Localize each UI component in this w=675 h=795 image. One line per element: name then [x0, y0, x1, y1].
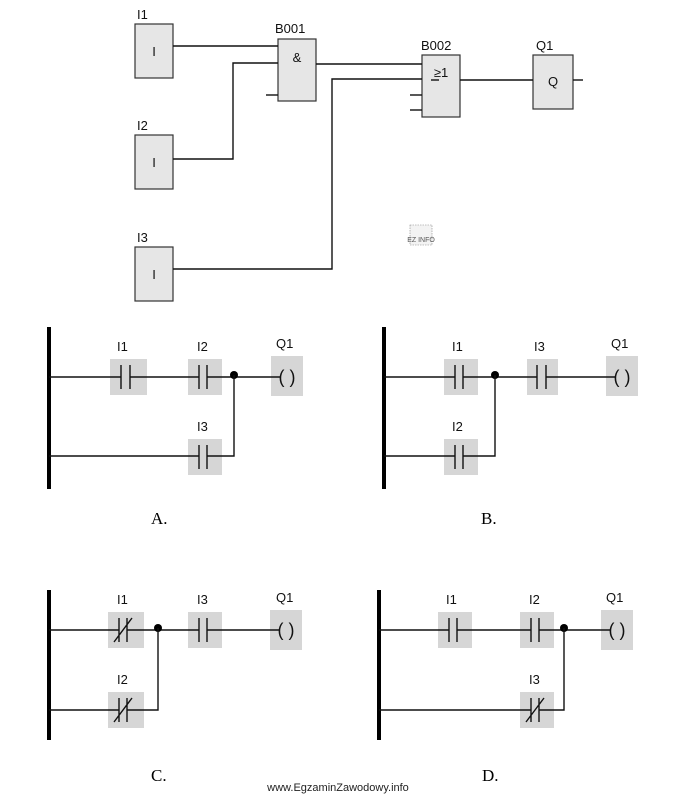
contact-label-b-3: I2 — [452, 419, 463, 434]
output-label-q1: Q1 — [536, 38, 553, 53]
option-label-b: B. — [481, 509, 497, 528]
input-symbol-i3: I — [152, 267, 156, 282]
ez-info-logo-text: EZ INFO — [407, 237, 435, 244]
input-block-i1: I1 I — [134, 7, 174, 79]
coil-label-a: Q1 — [276, 336, 293, 351]
rung-bottom-a — [49, 375, 235, 469]
watermark-site: www.EgzaminZawodowy.info — [266, 782, 409, 794]
coil-label-c: Q1 — [276, 590, 293, 605]
rung-bottom-b — [384, 375, 496, 469]
contact-label-a-1: I1 — [117, 339, 128, 354]
option-label-c: C. — [151, 766, 167, 785]
and-block-symbol: & — [293, 50, 302, 65]
rung-top-c — [49, 617, 279, 643]
coil-symbol-b: ( ) — [614, 367, 631, 387]
and-block-label: B001 — [275, 21, 305, 36]
coil-symbol-d: ( ) — [609, 620, 626, 640]
rung-bottom-d — [379, 628, 565, 723]
rung-top-a — [49, 365, 280, 389]
ladder-option-a: I1 I2 Q1 I3 ( ) A. — [47, 327, 303, 528]
contact-label-a-2: I2 — [197, 339, 208, 354]
contact-label-a-3: I3 — [197, 419, 208, 434]
output-block-q1: Q1 Q — [532, 38, 583, 110]
coil-label-d: Q1 — [606, 590, 623, 605]
contact-label-d-2: I2 — [529, 592, 540, 607]
option-label-a: A. — [151, 509, 168, 528]
or-block-symbol: ≥1 — [434, 65, 448, 80]
input-label-i2: I2 — [137, 118, 148, 133]
rung-bottom-c — [49, 628, 159, 723]
wire-i3-to-or — [173, 78, 422, 270]
and-block-b001: B001 & — [266, 21, 317, 102]
input-symbol-i1: I — [152, 44, 156, 59]
or-block-b002: B002 ≥1 — [410, 38, 461, 118]
coil-symbol-a: ( ) — [279, 367, 296, 387]
contact-label-b-2: I3 — [534, 339, 545, 354]
contact-label-d-3: I3 — [529, 672, 540, 687]
input-block-i2: I2 I — [134, 118, 174, 190]
input-box-i3 — [134, 246, 174, 302]
and-block-box — [277, 38, 317, 102]
or-block-label: B002 — [421, 38, 451, 53]
ladder-option-d: I1 I2 Q1 I3 ( ) D. — [377, 590, 633, 785]
input-box-i1 — [134, 23, 174, 79]
input-label-i1: I1 — [137, 7, 148, 22]
rung-top-b — [384, 365, 615, 389]
rung-top-d — [379, 618, 610, 642]
ez-info-logo: EZ INFO — [407, 224, 435, 246]
fbd-diagram: I1 I I2 I I3 I B001 & B002 ≥1 — [134, 7, 583, 302]
or-block-box — [421, 54, 461, 118]
option-label-d: D. — [482, 766, 499, 785]
ladder-option-c: I1 I3 Q1 I2 ( ) C. — [47, 590, 302, 785]
input-block-i3: I3 I — [134, 230, 174, 302]
wire-i2-to-and — [173, 62, 278, 160]
contact-label-c-3: I2 — [117, 672, 128, 687]
contact-label-c-1: I1 — [117, 592, 128, 607]
contact-label-b-1: I1 — [452, 339, 463, 354]
coil-label-b: Q1 — [611, 336, 628, 351]
output-box-q1 — [532, 54, 574, 110]
contact-label-c-2: I3 — [197, 592, 208, 607]
input-box-i2 — [134, 134, 174, 190]
output-symbol-q1: Q — [548, 74, 558, 89]
coil-symbol-c: ( ) — [278, 620, 295, 640]
input-label-i3: I3 — [137, 230, 148, 245]
input-symbol-i2: I — [152, 155, 156, 170]
contact-label-d-1: I1 — [446, 592, 457, 607]
ladder-option-b: I1 I3 Q1 I2 ( ) B. — [382, 327, 638, 528]
